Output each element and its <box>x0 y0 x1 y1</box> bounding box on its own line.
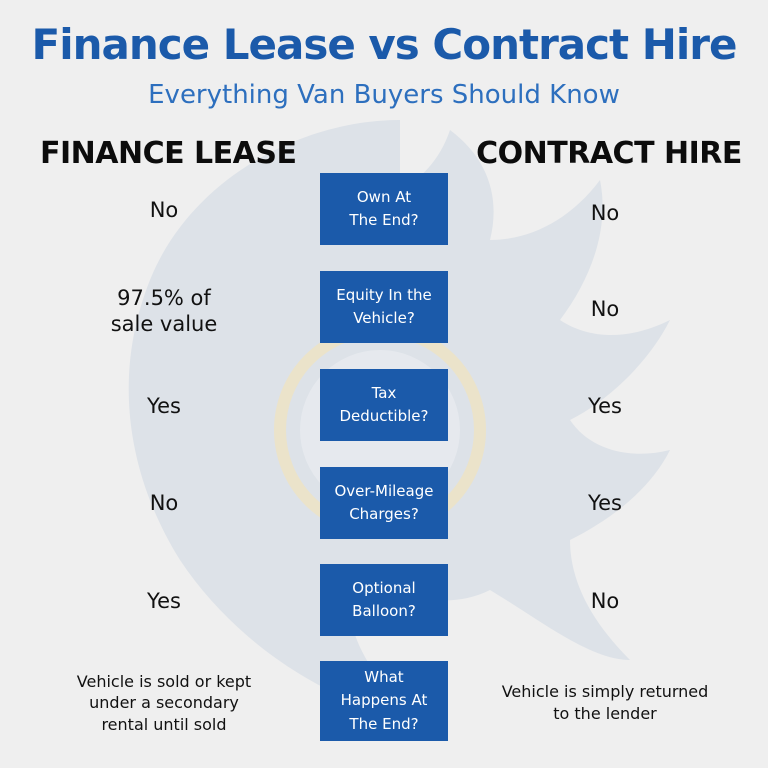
question-box-own-at-end: Own At The End? <box>320 173 448 245</box>
finance-lease-answer-own: No <box>149 197 179 222</box>
page-subtitle: Everything Van Buyers Should Know <box>148 80 620 110</box>
finance-lease-answer-tax: Yes <box>147 393 181 418</box>
finance-lease-answer-mileage: No <box>149 490 179 515</box>
question-box-over-mileage: Over-Mileage Charges? <box>320 467 448 539</box>
contract-hire-answer-own: No <box>590 200 620 225</box>
finance-lease-answer-end: Vehicle is sold or kept under a secondar… <box>76 671 252 734</box>
contract-hire-answer-end: Vehicle is simply returned to the lender <box>501 682 709 723</box>
finance-lease-answer-balloon: Yes <box>147 588 181 613</box>
question-box-what-happens: What Happens At The End? <box>320 661 448 741</box>
question-box-optional-balloon: Optional Balloon? <box>320 564 448 636</box>
page-title: Finance Lease vs Contract Hire <box>31 20 738 69</box>
contract-hire-answer-equity: No <box>590 296 620 321</box>
finance-lease-answer-equity: 97.5% of sale value <box>110 285 218 336</box>
column-header-contract-hire: CONTRACT HIRE <box>476 136 742 171</box>
question-box-tax-deductible: Tax Deductible? <box>320 369 448 441</box>
contract-hire-answer-balloon: No <box>590 588 620 613</box>
contract-hire-answer-mileage: Yes <box>588 490 622 515</box>
contract-hire-answer-tax: Yes <box>588 393 622 418</box>
question-box-equity: Equity In the Vehicle? <box>320 271 448 343</box>
column-header-finance-lease: FINANCE LEASE <box>40 136 297 171</box>
